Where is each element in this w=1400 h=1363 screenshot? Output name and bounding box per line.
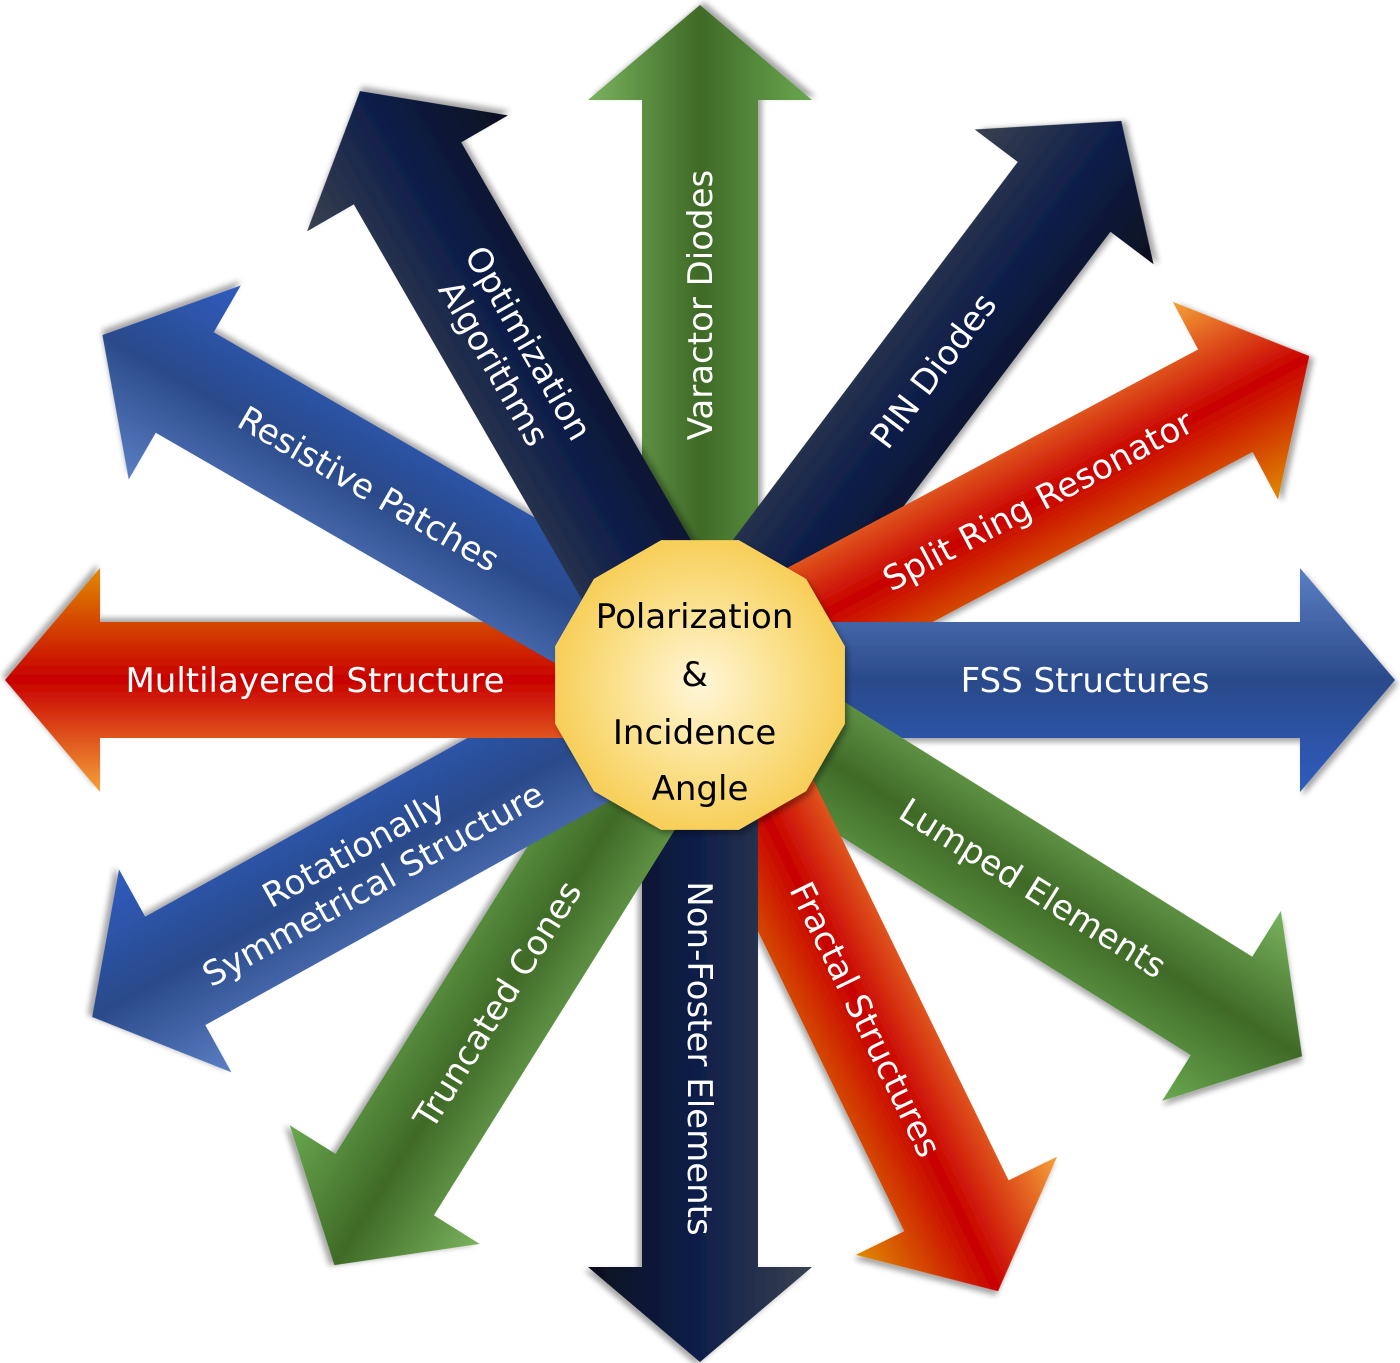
arrow-optimization-algorithms: OptimizationAlgorithms — [307, 91, 734, 677]
arrow-shape — [703, 652, 1303, 1101]
arrow-multilayered-structure-label-line: Multilayered Structure — [125, 661, 504, 701]
arrow-fss-structures: FSS Structures — [740, 568, 1395, 792]
arrow-shape — [289, 683, 728, 1266]
arrow-shape — [102, 285, 695, 711]
center-line-1: Polarization — [596, 597, 794, 637]
center-hub: Polarization & Incidence Angle — [555, 540, 845, 830]
arrow-non-foster-elements-label-line: Non-Foster Elements — [679, 881, 719, 1235]
arrow-shape — [740, 568, 1395, 792]
arrow-non-foster-elements-label: Non-Foster Elements — [679, 881, 719, 1235]
arrow-fss-structures-label-line: FSS Structures — [961, 661, 1210, 701]
center-line-4: Angle — [652, 769, 749, 809]
arrow-shape — [307, 91, 734, 677]
arrow-varactor-diodes-label: Varactor Diodes — [681, 170, 721, 441]
arrow-shape — [588, 720, 812, 1362]
center-line-3: Incidence — [613, 713, 776, 753]
arrow-shape — [677, 120, 1154, 683]
arrow-varactor-diodes-label-line: Varactor Diodes — [681, 170, 721, 441]
center-text: Polarization & Incidence Angle — [596, 597, 804, 809]
center-octagon — [555, 540, 845, 830]
arrow-shape — [665, 690, 1058, 1292]
arrow-shape — [708, 301, 1310, 713]
arrow-non-foster-elements: Non-Foster Elements — [588, 720, 812, 1362]
arrow-fss-structures-label: FSS Structures — [961, 661, 1210, 701]
arrow-shape — [92, 645, 696, 1073]
center-line-2: & — [681, 655, 708, 695]
arrow-multilayered-structure-label: Multilayered Structure — [125, 661, 504, 701]
